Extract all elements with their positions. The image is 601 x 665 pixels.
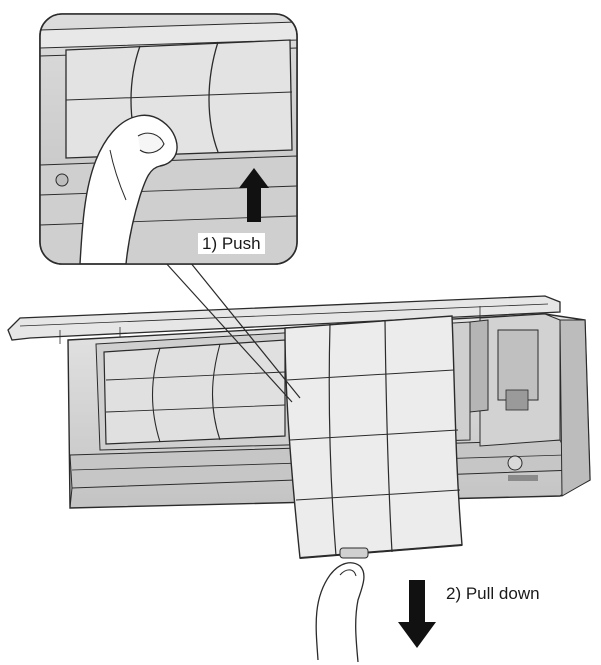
callout-line-left [164, 261, 293, 403]
push-step-label: 1) Push [198, 233, 265, 254]
front-panel-open [7, 295, 561, 341]
detail-inset [39, 13, 298, 265]
arrow-up-icon [239, 168, 269, 222]
callout-line-right [189, 261, 301, 399]
arrow-down-icon [398, 580, 436, 648]
hand-pulling-filter [315, 562, 365, 663]
pull-down-step-label: 2) Pull down [446, 584, 540, 603]
removed-air-filter [284, 315, 463, 559]
left-air-filter [103, 339, 286, 445]
